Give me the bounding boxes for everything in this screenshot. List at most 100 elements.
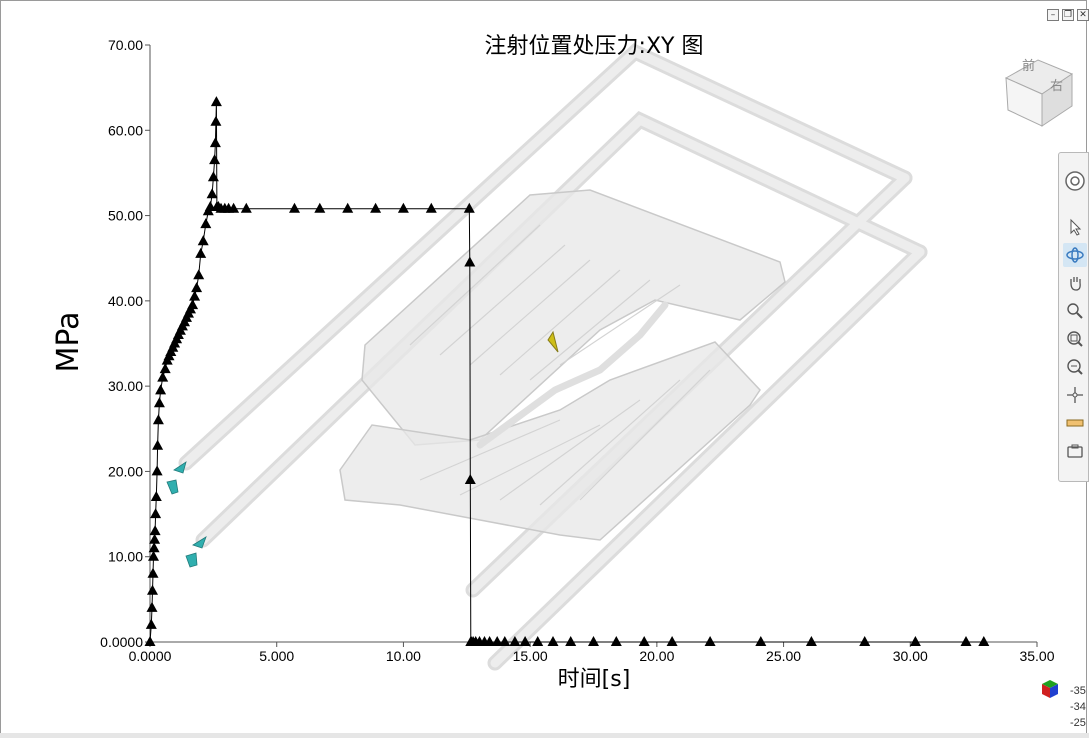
data-point-marker[interactable]: [189, 290, 201, 301]
axes: [145, 44, 1038, 647]
data-point-marker[interactable]: [588, 636, 599, 646]
data-point-marker[interactable]: [150, 508, 162, 519]
data-point-marker[interactable]: [210, 115, 222, 126]
data-point-marker[interactable]: [666, 636, 678, 646]
rotate-icon[interactable]: [1063, 243, 1087, 267]
data-point-marker[interactable]: [193, 269, 205, 280]
data-point-marker[interactable]: [152, 414, 164, 425]
zoom-icon[interactable]: [1063, 299, 1087, 323]
cooling-channel-highlight: [490, 247, 925, 668]
model-3d-view[interactable]: [166, 43, 928, 671]
data-point-marker[interactable]: [152, 439, 164, 450]
data-point-marker[interactable]: [151, 465, 163, 476]
axis-triad: -35 -34 -25: [1036, 676, 1089, 733]
data-point-marker[interactable]: [519, 636, 531, 646]
data-point-marker[interactable]: [150, 491, 162, 501]
data-point-marker[interactable]: [755, 636, 767, 646]
view-cube-right[interactable]: [1041, 73, 1073, 127]
data-point-marker[interactable]: [147, 567, 159, 578]
data-point-marker[interactable]: [155, 384, 167, 395]
data-point-marker[interactable]: [859, 636, 871, 646]
data-point-marker[interactable]: [289, 202, 300, 213]
data-point-marker[interactable]: [499, 636, 511, 646]
data-point-marker[interactable]: [147, 584, 158, 595]
data-point-marker[interactable]: [547, 636, 559, 646]
restore-icon[interactable]: ❐: [1062, 9, 1074, 21]
data-point-marker[interactable]: [206, 188, 218, 199]
data-point-marker[interactable]: [145, 618, 157, 629]
data-point-marker[interactable]: [638, 636, 650, 646]
data-point-marker[interactable]: [209, 137, 221, 148]
data-point-marker[interactable]: [464, 474, 476, 484]
data-point-marker[interactable]: [146, 601, 158, 612]
data-point-marker[interactable]: [342, 202, 354, 213]
data-point-marker[interactable]: [210, 96, 222, 107]
x-tick-label: 15.00: [513, 648, 548, 664]
zoom-fit-icon[interactable]: [1063, 355, 1087, 379]
ruler-icon[interactable]: [1063, 411, 1087, 435]
data-point-marker[interactable]: [149, 525, 161, 536]
data-point-marker[interactable]: [191, 282, 203, 293]
zoom-window-icon[interactable]: [1063, 327, 1087, 351]
part-rib-lines: [409, 224, 711, 506]
axis-triad-icon: [1042, 680, 1058, 698]
molded-part-lower: [339, 341, 761, 541]
bottom-strip: [0, 733, 1089, 738]
navigation-toolbar: [1058, 152, 1089, 482]
data-point-marker[interactable]: [153, 397, 165, 408]
y-tick-label: 20.00: [108, 463, 143, 479]
data-point-marker[interactable]: [209, 154, 221, 165]
data-series[interactable]: [144, 96, 990, 646]
y-axis-label: MPa: [51, 311, 86, 372]
orbit-wheel-icon[interactable]: [1063, 169, 1087, 193]
data-point-marker[interactable]: [207, 171, 219, 182]
y-tick-label: 10.00: [108, 549, 143, 565]
data-point-marker[interactable]: [149, 533, 161, 544]
chart-title: 注射位置处压力:XY 图: [485, 34, 704, 59]
data-point-marker[interactable]: [197, 235, 209, 246]
data-point-marker[interactable]: [200, 218, 212, 229]
injection-cone-icon: [547, 330, 559, 353]
y-tick-label: 50.00: [108, 208, 143, 224]
data-point-marker[interactable]: [532, 636, 544, 646]
data-point-marker[interactable]: [610, 636, 622, 646]
select-arrow-icon[interactable]: [1063, 215, 1087, 239]
close-icon[interactable]: ✕: [1077, 9, 1089, 21]
minimize-icon[interactable]: –: [1047, 9, 1059, 21]
pan-hand-icon[interactable]: [1063, 271, 1087, 295]
data-point-marker[interactable]: [704, 636, 716, 646]
coolant-outlet-icon: [166, 479, 179, 495]
data-point-marker[interactable]: [565, 636, 577, 646]
data-point-marker[interactable]: [397, 202, 409, 213]
data-point-marker[interactable]: [484, 636, 496, 646]
data-point-marker[interactable]: [960, 636, 972, 646]
camera-icon[interactable]: [1063, 439, 1087, 463]
data-point-marker[interactable]: [187, 299, 199, 310]
data-point-marker[interactable]: [463, 202, 475, 213]
data-point-marker[interactable]: [240, 202, 252, 213]
data-point-marker[interactable]: [509, 636, 521, 646]
data-point-marker[interactable]: [195, 247, 207, 258]
data-point-marker[interactable]: [978, 636, 990, 646]
data-point-marker[interactable]: [144, 636, 156, 646]
y-tick-label: 60.00: [108, 122, 143, 138]
data-point-marker[interactable]: [805, 636, 817, 646]
data-point-marker[interactable]: [157, 371, 169, 382]
data-point-marker[interactable]: [370, 202, 382, 213]
data-point-marker[interactable]: [228, 202, 240, 213]
data-point-marker[interactable]: [909, 636, 921, 646]
data-point-marker[interactable]: [425, 202, 437, 213]
x-tick-label: 25.00: [766, 648, 801, 664]
data-point-marker[interactable]: [148, 550, 159, 561]
coolant-arrow-icons: [166, 461, 207, 568]
data-point-marker[interactable]: [159, 363, 171, 374]
center-icon[interactable]: [1063, 383, 1087, 407]
view-cube[interactable]: 前 右: [998, 48, 1080, 130]
data-point-marker[interactable]: [464, 256, 476, 267]
data-point-marker[interactable]: [148, 542, 160, 553]
triad-value: -25: [1070, 717, 1086, 729]
data-point-marker[interactable]: [491, 636, 503, 646]
data-point-marker[interactable]: [314, 202, 326, 213]
